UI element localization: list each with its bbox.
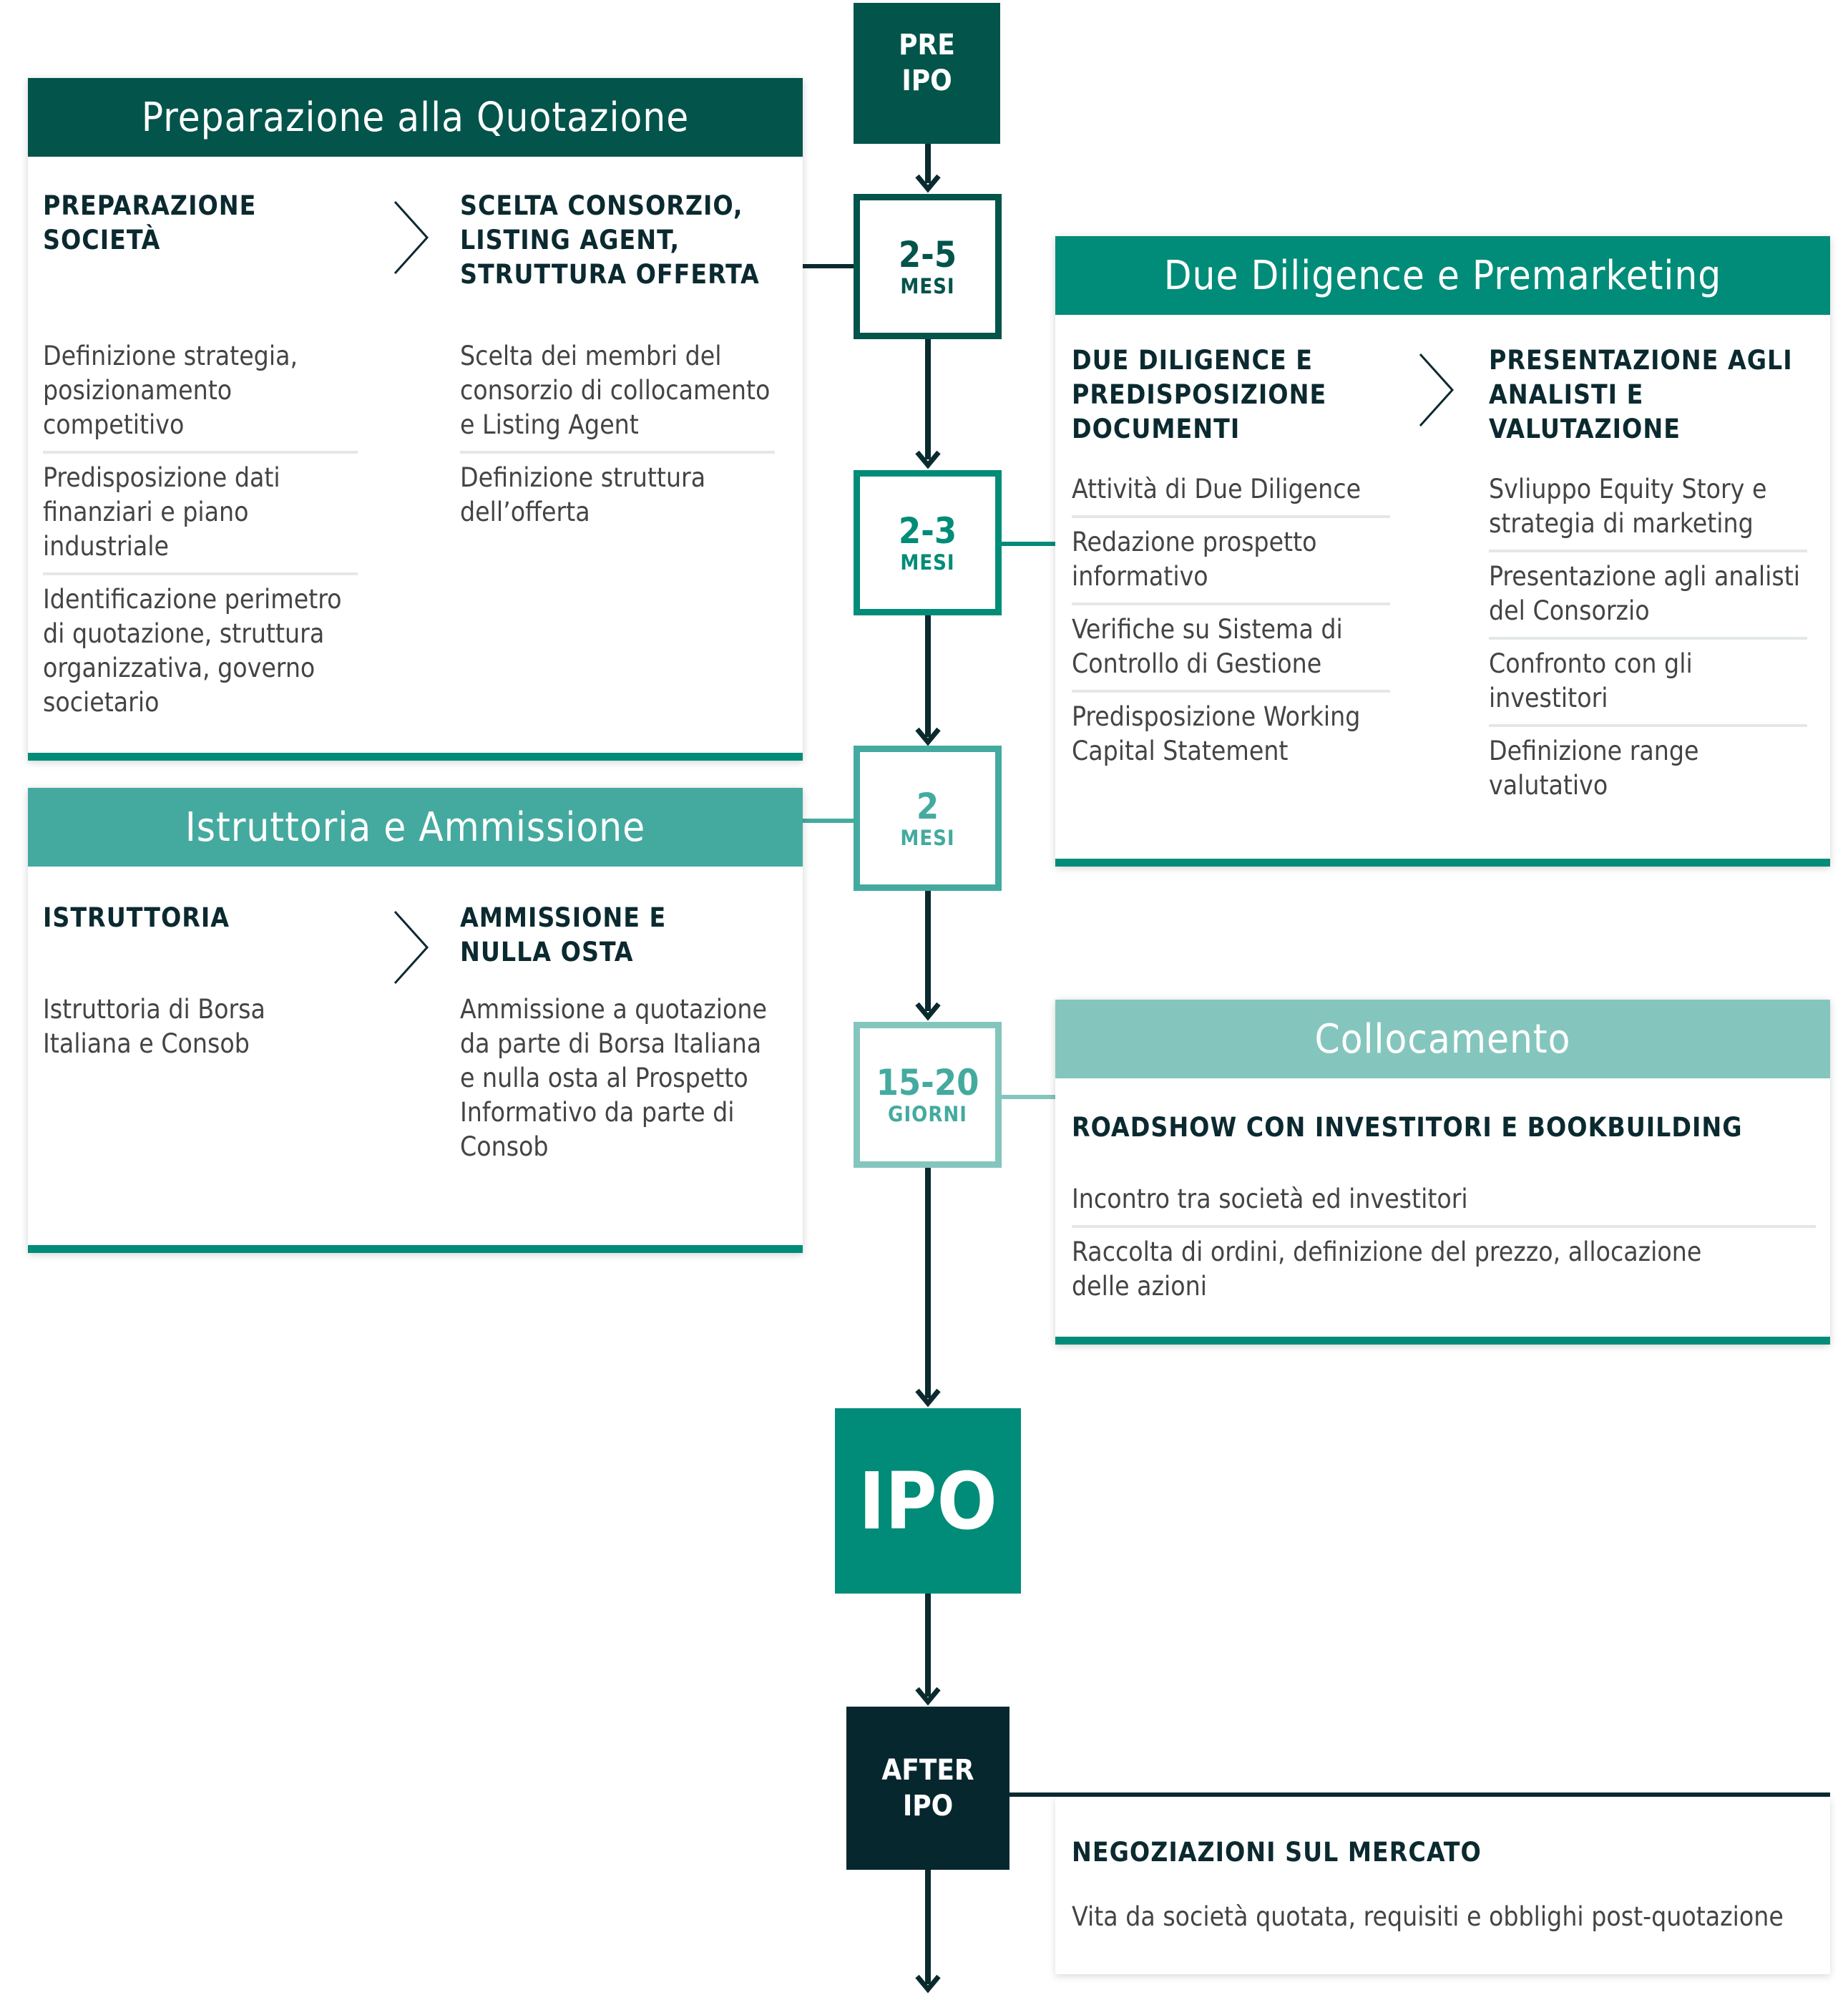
connector-after-ipo xyxy=(1009,1792,1830,1797)
column-heading: PRESENTAZIONE AGLI ANALISTI E VALUTAZION… xyxy=(1489,345,1793,444)
list-item: Scelta dei membri del consorzio di collo… xyxy=(460,332,775,454)
list-item: Svliuppo Equity Story e strategia di mar… xyxy=(1489,465,1807,552)
card-bottom-bar xyxy=(1055,859,1830,867)
column-heading: ISTRUTTORIA xyxy=(43,902,230,933)
card-bottom-bar xyxy=(28,1245,803,1253)
arrow-down-icon xyxy=(915,727,941,746)
column-heading: ROADSHOW CON INVESTITORI E BOOKBUILDING xyxy=(1072,1112,1743,1143)
step-15-20-days: 15-20 GIORNI xyxy=(854,1022,1002,1168)
card-due-diligence: Due Diligence e Premarketing DUE DILIGEN… xyxy=(1055,236,1830,867)
connector-due-diligence xyxy=(1002,542,1056,546)
ipo-box: IPO xyxy=(835,1408,1021,1594)
after-ipo-line2: IPO xyxy=(902,1790,954,1823)
timeline-connector xyxy=(925,1168,931,1398)
card-collocamento: Collocamento ROADSHOW CON INVESTITORI E … xyxy=(1055,1000,1830,1345)
list-item: Confronto con gli investitori xyxy=(1489,640,1807,727)
list-item: Definizione struttura dell’offerta xyxy=(460,462,706,527)
step-unit: GIORNI xyxy=(888,1102,967,1126)
list-item: Redazione prospetto informativo xyxy=(1072,518,1390,605)
chevron-right-icon xyxy=(393,200,429,275)
arrow-down-icon xyxy=(915,1687,941,1706)
pre-ipo-line1: PRE xyxy=(899,28,955,62)
pre-ipo-line2: IPO xyxy=(901,64,952,97)
step-duration: 2 xyxy=(916,785,939,827)
list-item: Predisposizione dati finanziari e piano … xyxy=(43,454,358,575)
timeline-connector xyxy=(925,1870,931,1984)
list-item: Identificazione perimetro di quotazione,… xyxy=(43,584,342,718)
step-duration: 2-5 xyxy=(898,233,957,275)
column-heading: NEGOZIAZIONI SUL MERCATO xyxy=(1072,1837,1482,1868)
arrow-down-icon xyxy=(915,450,941,469)
timeline-connector xyxy=(925,615,931,737)
column-heading: SCELTA CONSORZIO, LISTING AGENT, STRUTTU… xyxy=(460,190,760,290)
column-heading: DUE DILIGENCE E PREDISPOSIZIONE DOCUMENT… xyxy=(1072,345,1327,444)
step-duration: 15-20 xyxy=(876,1062,979,1103)
connector-preparazione xyxy=(803,264,854,268)
pre-ipo-box: PRE IPO xyxy=(854,3,1000,144)
list-item: Definizione strategia, posizionamento co… xyxy=(43,332,358,454)
list-item: Attività di Due Diligence xyxy=(1072,465,1390,518)
list-item: Istruttoria di Borsa Italiana e Consob xyxy=(43,994,265,1059)
list-item: Presentazione agli analisti del Consorzi… xyxy=(1489,552,1807,640)
card-after-ipo: NEGOZIAZIONI SUL MERCATO Vita da società… xyxy=(1055,1797,1830,1974)
step-unit: MESI xyxy=(900,550,955,575)
chevron-right-icon xyxy=(393,910,429,985)
card-bottom-bar xyxy=(28,753,803,761)
column-heading: AMMISSIONE E NULLA OSTA xyxy=(460,902,667,967)
card-title: Istruttoria e Ammissione xyxy=(28,788,803,867)
step-unit: MESI xyxy=(900,273,955,298)
ipo-label: IPO xyxy=(859,1455,997,1547)
list-item: Predisposizione Working Capital Statemen… xyxy=(1072,701,1361,766)
step-unit: MESI xyxy=(900,825,955,850)
column-istruttoria: ISTRUTTORIA Istruttoria di Borsa Italian… xyxy=(43,901,358,1070)
card-title: Collocamento xyxy=(1055,1000,1830,1078)
arrow-down-icon xyxy=(915,1974,941,1994)
card-istruttoria: Istruttoria e Ammissione ISTRUTTORIA Ist… xyxy=(28,788,803,1253)
arrow-down-icon xyxy=(915,1388,941,1408)
step-duration: 2-3 xyxy=(898,509,957,552)
list-item: Ammissione a quotazione da parte di Bors… xyxy=(460,994,768,1162)
step-2-5-months: 2-5 MESI xyxy=(854,194,1002,339)
arrow-down-icon xyxy=(915,174,941,193)
column-due-diligence-documenti: DUE DILIGENCE E PREDISPOSIZIONE DOCUMENT… xyxy=(1072,343,1390,777)
arrow-down-icon xyxy=(915,1002,941,1021)
card-bottom-bar xyxy=(1055,1337,1830,1345)
card-title: Preparazione alla Quotazione xyxy=(28,78,803,157)
list-item: Incontro tra società ed investitori xyxy=(1072,1175,1816,1228)
list-item: Vita da società quotata, requisiti e obb… xyxy=(1072,1901,1784,1932)
list-item: Verifiche su Sistema di Controllo di Ges… xyxy=(1072,605,1390,693)
column-preparazione-societa: PREPARAZIONE SOCIETÀ Definizione strateg… xyxy=(43,189,358,728)
list-item: Raccolta di ordini, definizione del prez… xyxy=(1072,1236,1702,1302)
column-roadshow: ROADSHOW CON INVESTITORI E BOOKBUILDING … xyxy=(1072,1111,1816,1312)
card-preparazione: Preparazione alla Quotazione PREPARAZION… xyxy=(28,78,803,761)
after-ipo-box: AFTER IPO xyxy=(846,1707,1009,1870)
chevron-right-icon xyxy=(1419,353,1455,427)
connector-collocamento xyxy=(1002,1095,1056,1099)
timeline-connector xyxy=(925,127,931,183)
list-item: Definizione range valutativo xyxy=(1489,736,1699,801)
column-negoziazioni: NEGOZIAZIONI SUL MERCATO Vita da società… xyxy=(1072,1835,1823,1943)
connector-istruttoria xyxy=(803,819,854,823)
timeline-connector xyxy=(925,339,931,459)
column-scelta-consorzio: SCELTA CONSORZIO, LISTING AGENT, STRUTTU… xyxy=(460,189,775,538)
after-ipo-line1: AFTER xyxy=(881,1754,974,1787)
card-title: Due Diligence e Premarketing xyxy=(1055,236,1830,315)
timeline-connector xyxy=(925,891,931,1011)
column-ammissione: AMMISSIONE E NULLA OSTA Ammissione a quo… xyxy=(460,901,775,1173)
step-2-3-months: 2-3 MESI xyxy=(854,470,1002,615)
column-heading: PREPARAZIONE SOCIETÀ xyxy=(43,190,257,255)
timeline-connector xyxy=(925,1594,931,1697)
column-presentazione-analisti: PRESENTAZIONE AGLI ANALISTI E VALUTAZION… xyxy=(1489,343,1807,811)
step-2-months: 2 MESI xyxy=(854,746,1002,891)
